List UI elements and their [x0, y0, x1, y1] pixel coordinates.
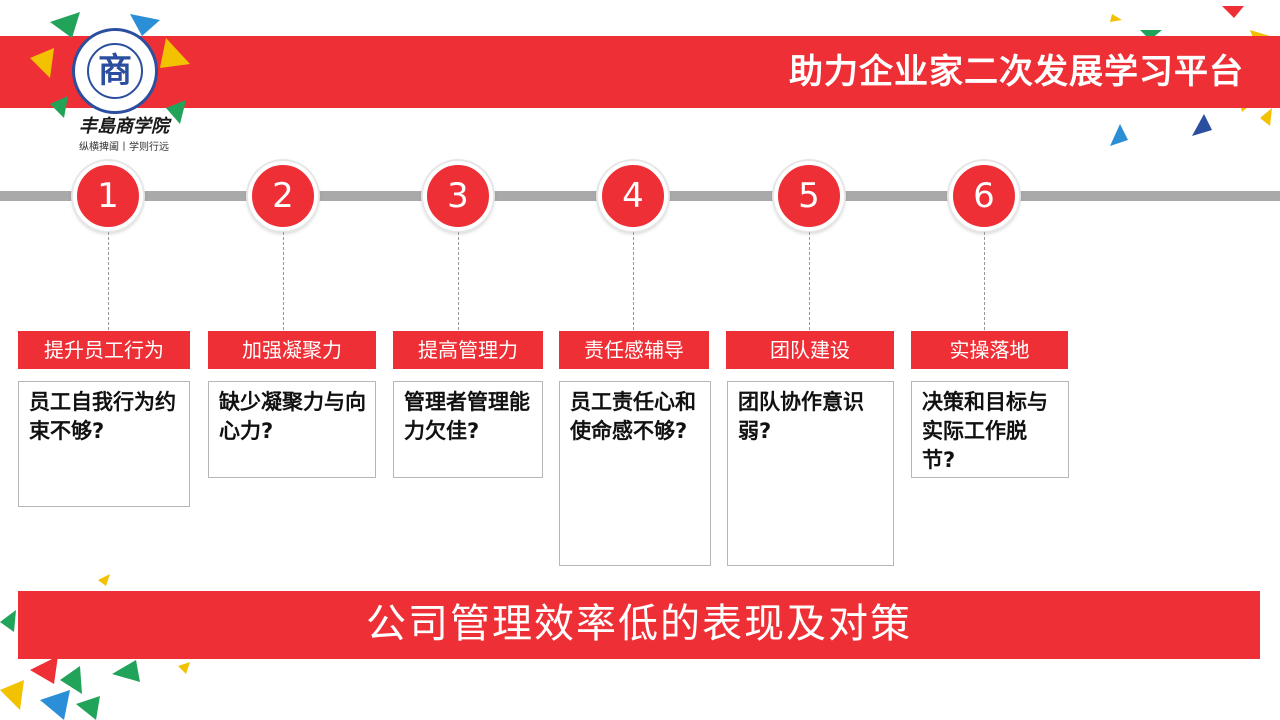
- step-number-circle: 5: [774, 161, 844, 231]
- step-label: 责任感辅导: [559, 331, 709, 369]
- step-number-circle: 3: [423, 161, 493, 231]
- step-connector: [984, 232, 985, 330]
- step-connector: [283, 232, 284, 330]
- logo-name: 丰島商学院: [79, 116, 169, 137]
- step-description-box: 员工责任心和使命感不够?: [559, 381, 711, 566]
- step-connector: [458, 232, 459, 330]
- step-connector: [108, 232, 109, 330]
- step-description-box: 员工自我行为约束不够?: [18, 381, 190, 507]
- step-number-circle: 1: [73, 161, 143, 231]
- logo-emblem: 商: [72, 28, 158, 114]
- step-label: 实操落地: [911, 331, 1068, 369]
- logo-confetti: [20, 12, 190, 124]
- footer-banner: [18, 591, 1260, 659]
- step-number-circle: 4: [598, 161, 668, 231]
- step-label: 提升员工行为: [18, 331, 190, 369]
- step-description-box: 决策和目标与实际工作脱节?: [911, 381, 1069, 478]
- step-connector: [809, 232, 810, 330]
- step-label: 提高管理力: [393, 331, 543, 369]
- step-connector: [633, 232, 634, 330]
- step-number-circle: 6: [949, 161, 1019, 231]
- step-number-circle: 2: [248, 161, 318, 231]
- step-description-box: 管理者管理能力欠佳?: [393, 381, 543, 478]
- logo-motto: 纵横捭阖丨学则行远: [79, 142, 169, 153]
- header-title: 助力企业家二次发展学习平台: [789, 52, 1244, 92]
- step-description-box: 缺少凝聚力与向心力?: [208, 381, 376, 478]
- step-description-box: 团队协作意识弱?: [727, 381, 894, 566]
- logo-emblem-char: 商: [87, 43, 143, 99]
- step-label: 团队建设: [726, 331, 894, 369]
- logo: 商 丰島商学院 纵横捭阖丨学则行远: [10, 8, 210, 158]
- step-label: 加强凝聚力: [208, 331, 376, 369]
- footer-title: 公司管理效率低的表现及对策: [366, 601, 912, 647]
- header-banner: [0, 36, 1280, 108]
- confetti-decoration-bottom-left: [0, 574, 190, 720]
